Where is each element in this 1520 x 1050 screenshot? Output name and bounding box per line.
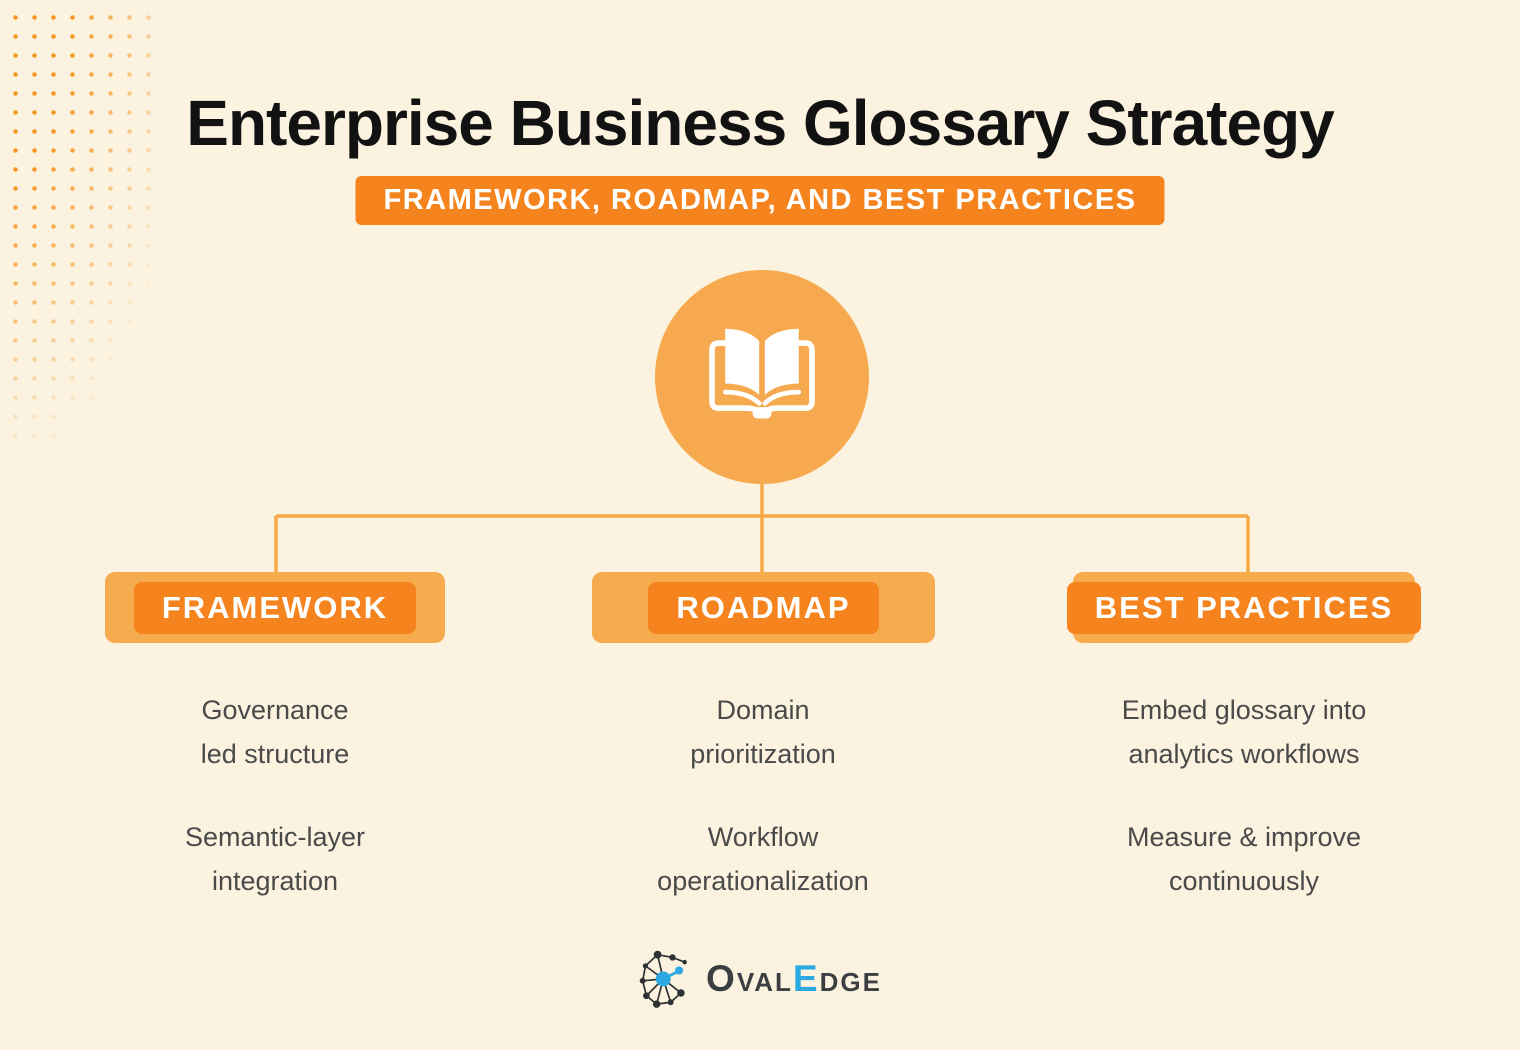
branch-item: Domain prioritization — [690, 695, 836, 769]
branch-item: Embed glossary into analytics workflows — [1121, 695, 1367, 769]
page-title: Enterprise Business Glossary Strategy — [186, 87, 1335, 159]
branch-items-roadmap: Domain prioritization Workflow operation… — [563, 688, 963, 942]
dot-pattern-decoration — [6, 8, 158, 473]
branch-item: Measure & improve continuously — [1126, 822, 1362, 896]
branch-items-framework: Governance led structure Semantic-layer … — [75, 688, 475, 942]
logo-text: OvalEdge — [706, 960, 882, 997]
branch-box-framework: FRAMEWORK — [105, 572, 445, 643]
branch-item: Workflow operationalization — [657, 822, 869, 896]
branch-box-roadmap: ROADMAP — [592, 572, 935, 643]
branch-items-best-practices: Embed glossary into analytics workflows … — [1044, 688, 1444, 942]
logo-text-dge: dge — [819, 957, 882, 999]
branch-label: FRAMEWORK — [133, 581, 417, 634]
logo-text-oval: Oval — [706, 957, 793, 999]
ovaledge-logo: OvalEdge — [0, 948, 1520, 1008]
network-graph-icon — [639, 950, 687, 1008]
root-node-circle — [655, 270, 869, 484]
branch-item: Governance led structure — [200, 695, 350, 769]
branch-label: ROADMAP — [648, 581, 879, 634]
branch-item: Semantic-layer integration — [184, 822, 366, 896]
branch-box-best-practices: BEST PRACTICES — [1066, 572, 1422, 643]
logo-text-e: E — [792, 957, 820, 999]
subtitle-badge: FRAMEWORK, ROADMAP, AND BEST PRACTICES — [355, 176, 1165, 225]
branch-label: BEST PRACTICES — [1066, 581, 1422, 634]
open-book-icon — [709, 328, 815, 419]
